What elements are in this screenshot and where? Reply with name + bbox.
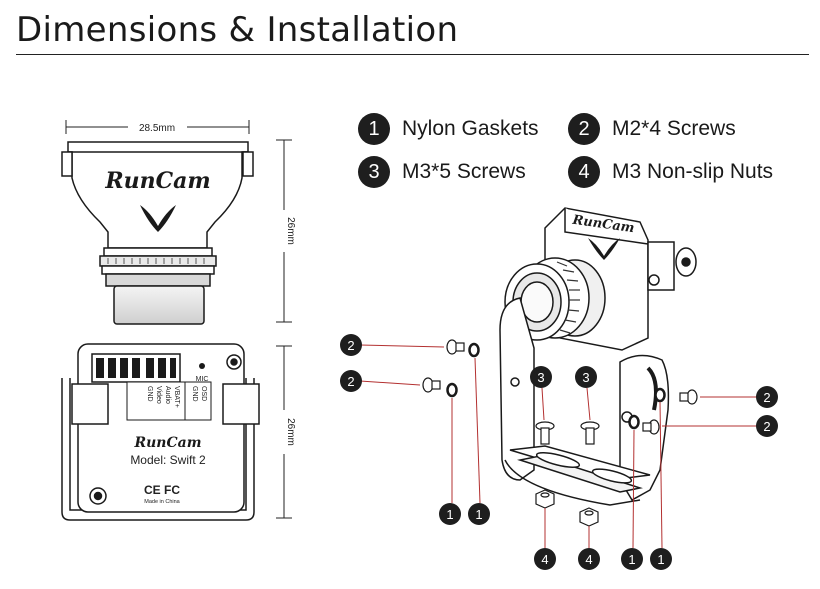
screw-m2-right-1 <box>679 389 698 405</box>
pin-label: VBAT+ <box>173 386 180 408</box>
mic-label: MIC <box>196 376 209 383</box>
camera-front-view <box>61 141 254 325</box>
nut-m3-2 <box>579 507 599 527</box>
dimension-height-back-label: 26mm <box>285 418 296 446</box>
svg-text:1: 1 <box>475 507 482 522</box>
legend-badge: 3 <box>358 156 390 188</box>
screw-m3-1 <box>535 421 555 445</box>
front-view-dimension-width <box>65 120 250 134</box>
svg-text:4: 4 <box>541 552 548 567</box>
pin-label: OSD <box>200 386 207 401</box>
nylon-gasket-1 <box>468 342 480 358</box>
made-in-label: Made in China <box>144 499 180 505</box>
nylon-gasket-3 <box>628 414 640 430</box>
legend-label: M3 Non-slip Nuts <box>612 160 774 183</box>
lens-knurl <box>556 261 580 334</box>
camera-3d-body <box>504 207 697 351</box>
connector-pins <box>96 358 176 378</box>
leader-lines <box>359 344 758 549</box>
page-title: Dimensions & Installation <box>16 10 459 50</box>
pin-label: GND <box>191 386 198 402</box>
svg-text:1: 1 <box>446 507 453 522</box>
pin-label: Audio <box>164 386 171 404</box>
legend-badge: 2 <box>568 113 600 145</box>
legend-item-m2-screws: 2 M2*4 Screws <box>568 112 736 146</box>
callout-badge: 2 <box>340 334 362 356</box>
screw-m3-2 <box>580 421 600 445</box>
pin-label: GND <box>146 386 153 402</box>
svg-text:2: 2 <box>347 374 354 389</box>
svg-text:4: 4 <box>585 552 592 567</box>
callout-badge: 2 <box>756 386 778 408</box>
legend-item-nylon-gaskets: 1 Nylon Gaskets <box>358 112 539 146</box>
callout-badge: 1 <box>468 503 490 525</box>
brand-logo-front: RunCam <box>104 168 210 194</box>
legend-label: Nylon Gaskets <box>402 117 539 140</box>
brand-logo-back: RunCam <box>133 435 201 451</box>
dimension-width-label: 28.5mm <box>139 123 175 134</box>
title-divider <box>16 54 809 55</box>
callout-badge: 1 <box>439 503 461 525</box>
screw-m2-left-2 <box>422 377 441 393</box>
legend-item-m3-nuts: 4 M3 Non-slip Nuts <box>568 155 773 189</box>
svg-text:2: 2 <box>763 419 770 434</box>
nylon-gasket-2 <box>446 382 458 398</box>
callout-badge: 4 <box>534 548 556 570</box>
legend-badge: 4 <box>568 156 600 188</box>
dimension-height-front-label: 26mm <box>285 217 296 245</box>
legend-badge: 1 <box>358 113 390 145</box>
legend-item-m3-screws: 3 M3*5 Screws <box>358 155 526 189</box>
ce-fc-mark: CE FC <box>144 483 180 497</box>
swallow-logo-icon <box>140 205 176 232</box>
front-view-dimension-height <box>276 139 292 323</box>
svg-text:2: 2 <box>763 390 770 405</box>
callout-badge: 3 <box>530 366 552 388</box>
svg-text:2: 2 <box>347 338 354 353</box>
callout-badge: 1 <box>621 548 643 570</box>
svg-text:1: 1 <box>628 552 635 567</box>
back-view-dimension-height <box>276 345 292 519</box>
legend-label: M3*5 Screws <box>402 160 526 183</box>
model-label: Model: Swift 2 <box>130 453 206 467</box>
svg-text:1: 1 <box>657 552 664 567</box>
callout-badge: 4 <box>578 548 600 570</box>
camera-back-view <box>61 343 260 521</box>
callout-badge: 2 <box>756 415 778 437</box>
mic-hole-icon <box>199 363 205 369</box>
nut-m3-1 <box>535 489 555 509</box>
screw-m2-left-1 <box>446 339 465 355</box>
callout-badge: 2 <box>340 370 362 392</box>
legend-label: M2*4 Screws <box>612 117 736 140</box>
camera-front-knurl <box>107 258 205 264</box>
screw-m2-right-2 <box>642 419 660 435</box>
callout-badge: 3 <box>575 366 597 388</box>
callout-badge: 1 <box>650 548 672 570</box>
svg-text:3: 3 <box>582 370 589 385</box>
nylon-gasket-4 <box>654 387 666 403</box>
svg-text:3: 3 <box>537 370 544 385</box>
pin-label: Video <box>155 386 162 404</box>
